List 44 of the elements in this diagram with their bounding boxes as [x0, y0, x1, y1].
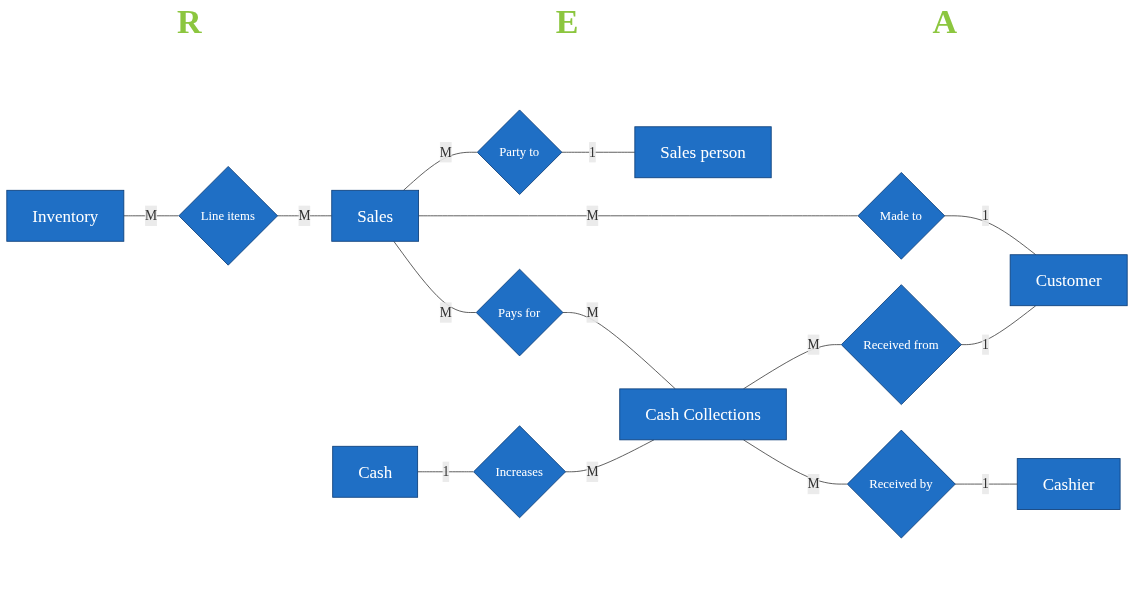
node-diamond: Received from	[840, 284, 962, 406]
node-box: Sales	[331, 189, 419, 242]
edge-label: M	[145, 208, 158, 223]
node-box: Cash Collections	[619, 388, 787, 441]
edge-label: 1	[982, 476, 989, 491]
edge-label: M	[298, 208, 311, 223]
connector	[123, 215, 179, 217]
connector	[743, 439, 848, 485]
edge-label: M	[586, 464, 599, 479]
node-diamond: Increases	[473, 425, 566, 519]
connector	[417, 471, 474, 473]
edge-label: M	[807, 476, 820, 491]
connector	[564, 439, 655, 473]
node-diamond: Received by	[846, 429, 956, 539]
connector	[403, 151, 478, 191]
edge-label: M	[439, 304, 452, 320]
node-box: Inventory	[6, 189, 125, 242]
node-diamond: Line items	[178, 166, 278, 266]
edge-label: M	[439, 144, 452, 160]
edge-label: 1	[589, 144, 596, 160]
node-box: Cash	[332, 445, 419, 498]
section-letter: R	[177, 3, 202, 41]
node-diamond: Made to	[857, 172, 946, 260]
connector	[393, 240, 477, 313]
edge-label: 1	[982, 208, 989, 223]
node-box: Customer	[1009, 254, 1128, 307]
section-letter: E	[555, 3, 579, 41]
edge-label: 1	[982, 336, 989, 352]
connector	[561, 151, 636, 153]
edge-label: M	[586, 208, 599, 223]
edge-label: 1	[442, 464, 450, 479]
connector	[743, 344, 842, 390]
connector	[943, 215, 1037, 256]
node-box: Cashier	[1016, 458, 1121, 510]
connector	[418, 215, 858, 217]
connector	[960, 305, 1037, 346]
node-diamond: Pays for	[475, 268, 564, 357]
connector	[562, 312, 676, 390]
section-letter: A	[932, 3, 957, 41]
node-diamond: Party to	[476, 109, 563, 195]
connector	[954, 483, 1018, 485]
edge-label: M	[807, 336, 820, 352]
node-box: Sales person	[634, 126, 772, 179]
edge-label: M	[586, 304, 599, 320]
